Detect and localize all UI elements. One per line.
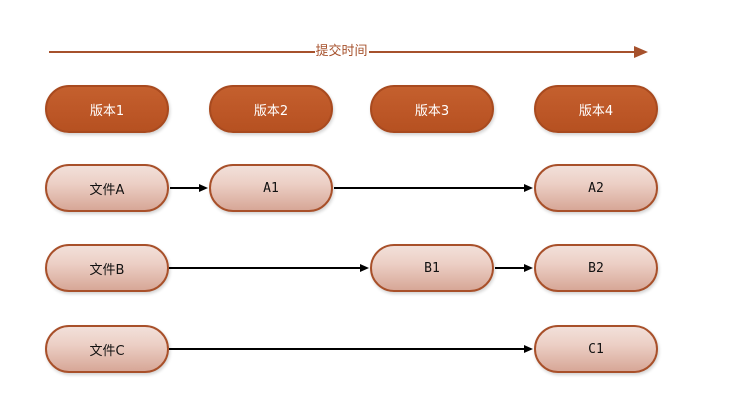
file-node-c[interactable]: 文件C (45, 325, 169, 373)
timeline-label: 提交时间 (315, 44, 368, 59)
version-node-3[interactable]: 版本3 (370, 85, 494, 133)
revision-node-a2[interactable]: A2 (534, 164, 658, 212)
file-node-a[interactable]: 文件A (45, 164, 169, 212)
arrow-B1-to-B2 (495, 264, 533, 272)
arrow-fileC-to-C1 (169, 345, 533, 353)
arrow-fileA-to-A1 (170, 184, 208, 192)
revision-node-a1[interactable]: A1 (209, 164, 333, 212)
arrow-fileB-to-B1 (169, 264, 369, 272)
version-node-2[interactable]: 版本2 (209, 85, 333, 133)
version-node-4[interactable]: 版本4 (534, 85, 658, 133)
timeline-line-right (368, 51, 635, 53)
revision-node-b1[interactable]: B1 (370, 244, 494, 292)
arrow-A1-to-A2 (334, 184, 533, 192)
version-node-1[interactable]: 版本1 (45, 85, 169, 133)
revision-node-b2[interactable]: B2 (534, 244, 658, 292)
timeline-line-left (49, 51, 315, 53)
timeline-arrowhead-icon (634, 46, 649, 58)
file-node-b[interactable]: 文件B (45, 244, 169, 292)
timeline-axis: 提交时间 (49, 44, 649, 59)
revision-node-c1[interactable]: C1 (534, 325, 658, 373)
